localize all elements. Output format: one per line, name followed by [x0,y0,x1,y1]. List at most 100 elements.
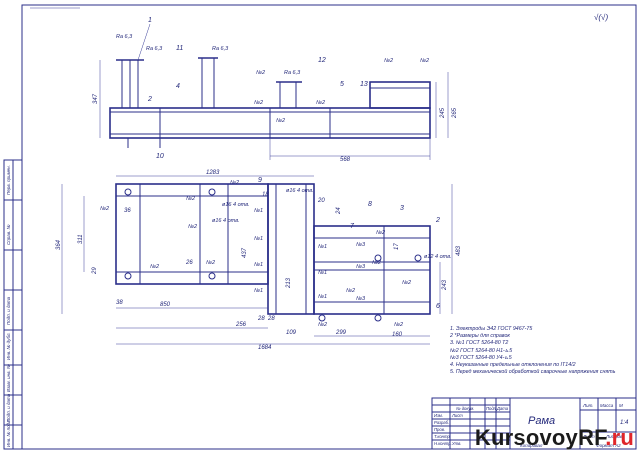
dim: 437 [242,247,248,258]
weld-mark: №2 [206,260,215,266]
weld-mark: №1 [254,262,263,268]
dim: 243 [442,279,448,291]
tb-row: Подп. [486,406,497,411]
pos-label-13: 13 [360,81,368,88]
weld-mark: №2 [150,264,159,270]
elevation-view: 568 347 245 265 Ra 6,3 Ra 6,3 Ra 6,3 Ra … [93,17,458,163]
tb-row: Лист [451,413,463,418]
pos-label: 7 [350,223,355,230]
roughness-1: Ra 6,3 [116,34,133,40]
dim: 311 [78,234,84,244]
dim: 850 [160,302,171,308]
roughness-mark: √(√) [594,13,608,22]
dim: 160 [392,332,403,338]
watermark-tld: .ru [605,425,634,450]
dim: 213 [286,277,292,289]
weld-mark: №2 [100,206,109,212]
pos-label-2: 2 [147,96,152,103]
weld-mark: №2 [230,180,239,186]
tb-copied: Копировал [520,443,543,448]
pos-label-1: 1 [148,17,152,24]
weld-mark: №2 [402,280,411,286]
weld-mark: №2 [256,70,265,76]
dim-height-left: 347 [93,93,99,104]
dim: 24 [336,207,342,215]
dim: 256 [235,322,247,328]
weld-mark: №1 [318,294,327,300]
sheet-frame [21,4,637,450]
dim: 483 [456,245,462,256]
weld-mark: №1 [318,244,327,250]
dim: 1684 [258,345,272,351]
plan-view: 1283 364 311 29 38 850 256 1684 299 243 … [56,170,462,351]
side-stamp-1: Перв. примен. [6,165,11,195]
tb-lit: Лит. [582,403,594,408]
note-line: 4. Неуказанные предельные отклонения по … [450,362,576,369]
tb-row: Т.контр. [434,434,451,439]
tb-format: Формат А2 [596,443,621,448]
tb-row: Пров. [434,427,445,432]
dim: 28 [267,316,275,322]
weld-mark: №1 [318,270,327,276]
tb-row: Дата [496,406,509,411]
weld-mark: №2 [384,58,393,64]
hole-callout: ø16 4 отв. [212,218,240,224]
side-stamp-6: Подп. и дата [6,393,11,422]
tb-sheets: Листов [605,434,623,439]
tb-mass: Масса [600,403,614,408]
hole-callout: ø12 4 отв. [424,254,452,260]
dim: 17 [394,243,400,250]
pos-label: 6 [436,303,440,310]
dim: 29 [92,267,98,275]
side-stamp-2: Справ. № [6,224,11,245]
dim: 364 [56,239,62,250]
pos-label-11: 11 [176,45,183,52]
pos-label: 9 [258,177,262,184]
weld-mark: №2 [318,322,327,328]
drawing-title: Рама [528,415,555,427]
note-line: №2 ГОСТ 5264-80 Н1-⊾5 [450,347,513,354]
pos-label: 8 [368,201,372,208]
note-line: 2 *Размеры для справок [450,333,510,340]
pos-label-10: 10 [156,153,164,160]
weld-mark: №2 [186,196,195,202]
dim: 20 [317,198,325,204]
side-stamp-3: Подп. и дата [6,296,11,325]
side-stamp-7: Инв. № подл. [6,419,11,447]
tb-row: Изм. [434,413,443,418]
side-stamp-4: Инв. № дубл. [6,332,11,360]
pos-label-5: 5 [340,81,344,88]
dim: 38 [116,300,123,306]
note-line: 3. №1 ГОСТ 5264-80 Т2 [450,340,509,347]
tb-scale: 1:4 [620,420,629,426]
roughness-4: Ra 6,3 [284,70,301,76]
tb-sheet: Лист [582,434,595,439]
pos-label-4: 4 [176,83,180,90]
dim: 26 [185,260,193,266]
weld-mark: №2 [188,224,197,230]
dim: 28 [257,316,265,322]
weld-mark: №2 [276,118,285,124]
dim: 1283 [206,170,220,176]
dim-height-right-1: 245 [440,107,446,119]
side-stamp-5: Взам. инв. № [6,364,11,392]
weld-mark: №2 [376,230,385,236]
tb-row: Утв. [452,441,462,446]
weld-mark: №1 [254,208,263,214]
technical-notes: 1. Электроды Э42 ГОСТ 9467-75 2 *Размеры… [450,326,630,376]
weld-mark: №1 [254,288,263,294]
dim: 36 [124,208,131,214]
weld-mark: №2 [394,322,403,328]
weld-mark: №1 [254,236,263,242]
weld-mark: №3 [356,242,366,248]
dim: 18 [262,192,269,198]
roughness-2: Ra 6,3 [146,46,163,52]
note-line: 5. Перед механической обработкой сварочн… [450,369,616,376]
watermark-main: KursovoyRF [474,425,606,450]
weld-mark: №3 [356,296,366,302]
roughness-3: Ra 6,3 [212,46,229,52]
weld-mark: №3 [356,264,366,270]
note-line: 1. Электроды Э42 ГОСТ 9467-75 [450,326,533,332]
hole-callout: ø16 4 отв. [222,202,250,208]
